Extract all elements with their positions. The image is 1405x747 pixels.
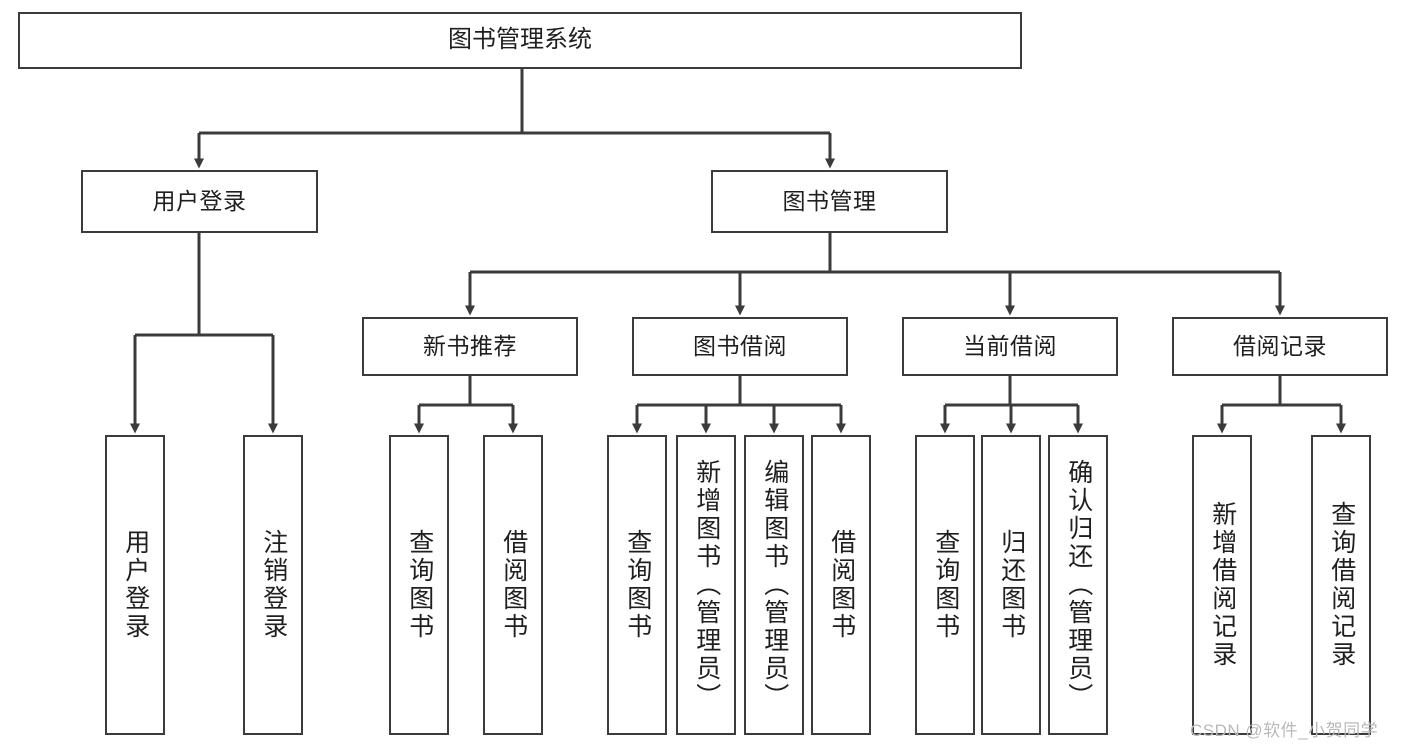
- node-leaf-query-book-borrow[interactable]: 查询图书: [607, 435, 667, 735]
- node-label: 图书管理系统: [448, 26, 592, 54]
- node-label: 图书借阅: [693, 332, 787, 359]
- node-root-book-management-system[interactable]: 图书管理系统: [18, 12, 1022, 69]
- node-leaf-add-book-admin[interactable]: 新增图书（管理员）: [676, 435, 736, 735]
- node-leaf-query-book-current[interactable]: 查询图书: [915, 435, 975, 735]
- node-new-book-recommend[interactable]: 新书推荐: [362, 317, 578, 376]
- node-leaf-edit-book-admin[interactable]: 编辑图书（管理员）: [744, 435, 804, 735]
- node-label: 当前借阅: [963, 332, 1057, 359]
- node-label: 图书管理: [782, 187, 877, 214]
- node-leaf-return-book[interactable]: 归还图书: [981, 435, 1041, 735]
- node-label: 确认归还（管理员）: [1064, 459, 1093, 711]
- node-label: 查询图书: [405, 529, 434, 641]
- node-leaf-borrow-book-borrow[interactable]: 借阅图书: [811, 435, 871, 735]
- node-label: 查询图书: [931, 529, 960, 641]
- node-leaf-logout-login[interactable]: 注销登录: [243, 435, 303, 735]
- node-leaf-add-borrow-record[interactable]: 新增借阅记录: [1192, 435, 1252, 735]
- node-label: 借阅图书: [499, 529, 528, 641]
- node-label: 借阅记录: [1233, 332, 1327, 359]
- node-label: 编辑图书（管理员）: [760, 459, 789, 711]
- node-user-login[interactable]: 用户登录: [81, 170, 318, 233]
- node-leaf-confirm-return-admin[interactable]: 确认归还（管理员）: [1048, 435, 1108, 735]
- node-book-management[interactable]: 图书管理: [711, 170, 948, 233]
- node-label: 新增借阅记录: [1208, 501, 1237, 669]
- node-label: 查询图书: [623, 529, 652, 641]
- node-borrow-record[interactable]: 借阅记录: [1172, 317, 1388, 376]
- node-label: 注销登录: [259, 529, 288, 641]
- node-book-borrow[interactable]: 图书借阅: [632, 317, 848, 376]
- csdn-watermark: CSDN @软件_小贺同学: [1190, 721, 1379, 740]
- node-label: 新书推荐: [423, 332, 517, 359]
- node-label: 借阅图书: [827, 529, 856, 641]
- node-label: 归还图书: [997, 529, 1026, 641]
- node-leaf-query-book-recommend[interactable]: 查询图书: [389, 435, 449, 735]
- node-leaf-borrow-book-recommend[interactable]: 借阅图书: [483, 435, 543, 735]
- node-label: 用户登录: [121, 529, 150, 641]
- node-label: 查询借阅记录: [1327, 501, 1356, 669]
- node-label: 新增图书（管理员）: [692, 459, 721, 711]
- node-leaf-user-login[interactable]: 用户登录: [105, 435, 165, 735]
- node-leaf-query-borrow-record[interactable]: 查询借阅记录: [1311, 435, 1371, 735]
- node-current-borrow[interactable]: 当前借阅: [902, 317, 1118, 376]
- node-label: 用户登录: [152, 187, 247, 214]
